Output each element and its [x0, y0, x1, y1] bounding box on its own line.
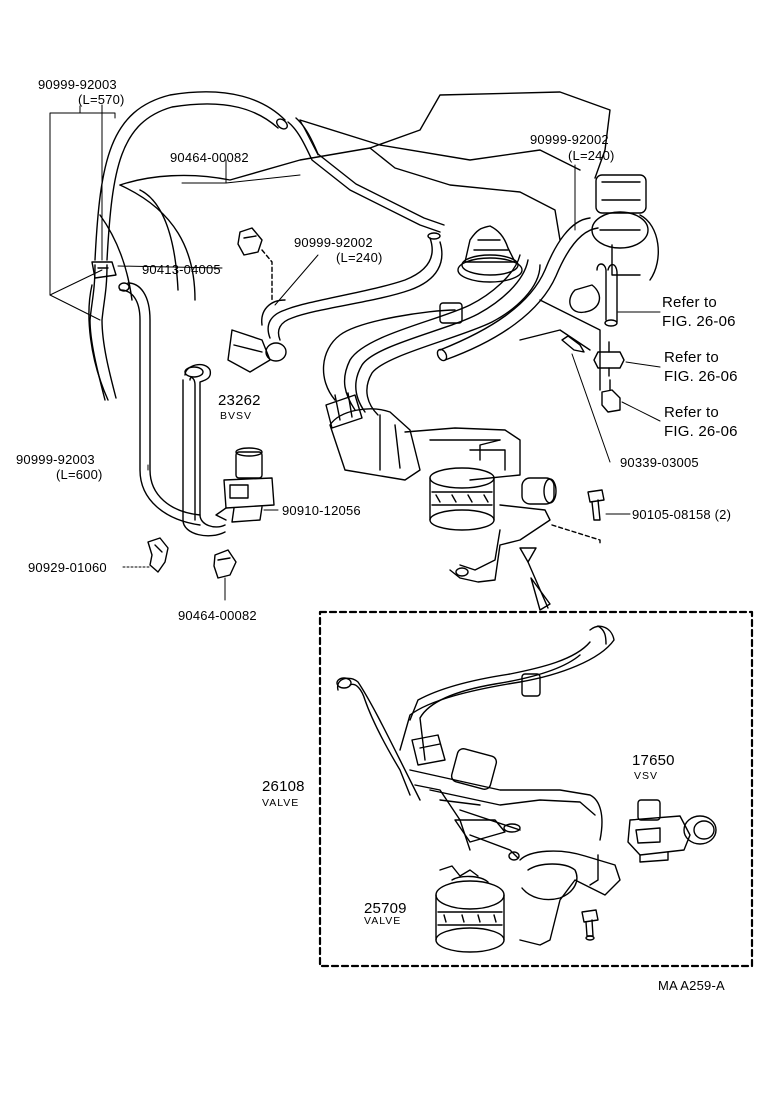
detail-valve-26108: [336, 625, 621, 946]
label-90929-01060: 90929-01060: [28, 560, 107, 575]
label-fig-26-06-3: FIG. 26-06: [664, 423, 738, 440]
detail-vsv-17650: [627, 799, 717, 863]
hose-u-middle-left: [182, 363, 226, 537]
bvsv-23262: [227, 299, 287, 373]
plug-90339-03005: [561, 335, 585, 353]
label-l600: (L=600): [56, 467, 103, 482]
label-90105-08158: 90105-08158 (2): [632, 507, 732, 522]
label-bvsv: BVSV: [220, 410, 253, 422]
hose-90999-92002-l240-right: [436, 217, 601, 362]
hose-90999-92003-l600: [118, 282, 201, 526]
label-fig-26-06-2: FIG. 26-06: [664, 368, 738, 385]
label-90910-12056: 90910-12056: [282, 503, 361, 518]
clip-90464-00082-bottom: [213, 549, 237, 579]
label-refer-to-3: Refer to: [664, 404, 719, 421]
part-refer-fig-2: [593, 341, 625, 377]
label-90999-92003-left: 90999-92003: [16, 452, 95, 467]
hose-bundle-main: [267, 232, 541, 429]
label-17650: 17650: [632, 752, 675, 769]
valve-assembly-top: [329, 408, 557, 583]
label-90413-04005: 90413-04005: [142, 262, 221, 277]
part-refer-fig-3: [601, 379, 621, 413]
manifold-vacuum-dome: [457, 225, 523, 283]
label-vsv: VSV: [634, 770, 659, 782]
engine-body-outline: [99, 91, 611, 391]
label-23262: 23262: [218, 392, 261, 409]
detail-bolt: [581, 909, 599, 941]
label-refer-to-2: Refer to: [664, 349, 719, 366]
label-25709: 25709: [364, 900, 407, 917]
label-90464-00082-bottom: 90464-00082: [178, 608, 257, 623]
detail-valve-25709: [435, 865, 505, 953]
label-valve-26108: VALVE: [262, 797, 300, 809]
detail-box: [318, 610, 754, 968]
figure-code: MA A259-A: [658, 978, 725, 993]
clip-90929-01060: [147, 537, 169, 573]
clip-90464-00082-top: [237, 227, 273, 301]
hose-90999-92003-l570: [88, 91, 288, 401]
hose-refer-fig-1: [596, 263, 618, 327]
label-90999-92002-right: 90999-92002: [530, 132, 609, 147]
label-fig-26-06-1: FIG. 26-06: [662, 313, 736, 330]
label-l240-right: (L=240): [568, 148, 615, 163]
leader-lines: [49, 104, 661, 601]
label-90999-92002-mid: 90999-92002: [294, 235, 373, 250]
bolt-90105-08158: [551, 489, 605, 546]
label-valve-25709: VALVE: [364, 915, 402, 927]
label-l240-mid: (L=240): [336, 250, 383, 265]
clip-90413-04005: [91, 261, 117, 279]
label-90464-00082-top: 90464-00082: [170, 150, 249, 165]
label-l570: (L=570): [78, 92, 125, 107]
detail-arrow: [519, 547, 551, 611]
label-refer-to-1: Refer to: [662, 294, 717, 311]
label-90999-92003-top: 90999-92003: [38, 77, 117, 92]
hard-pipe-top: [287, 117, 445, 233]
vsv-90910-12056: [215, 447, 275, 523]
label-26108: 26108: [262, 778, 305, 795]
label-90339-03005: 90339-03005: [620, 455, 699, 470]
